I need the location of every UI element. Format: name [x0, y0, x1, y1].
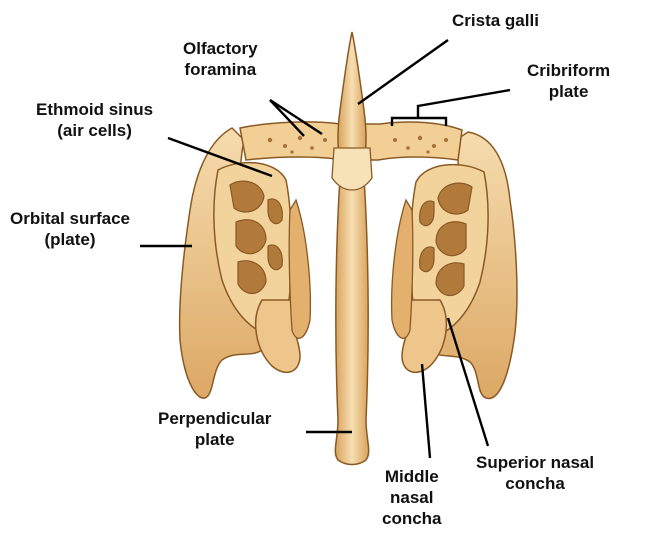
label-perpendicular-plate: Perpendicular plate [158, 408, 271, 450]
perpendicular-plate [335, 178, 368, 465]
right-superior-concha [392, 200, 413, 338]
leader-crista-galli [358, 40, 448, 104]
label-middle-nasal-concha: Middle nasal concha [382, 466, 442, 529]
label-superior-nasal-concha: Superior nasal concha [476, 452, 594, 494]
label-cribriform-plate: Cribriform plate [527, 60, 610, 102]
left-superior-concha [289, 200, 310, 338]
leader-cribriform [418, 90, 510, 118]
leader-middle-concha [422, 364, 430, 458]
central-junction [332, 148, 372, 190]
label-olfactory-foramina: Olfactory foramina [183, 38, 258, 80]
label-ethmoid-sinus: Ethmoid sinus (air cells) [36, 99, 153, 141]
label-crista-galli: Crista galli [452, 10, 539, 31]
label-orbital-surface: Orbital surface (plate) [10, 208, 130, 250]
